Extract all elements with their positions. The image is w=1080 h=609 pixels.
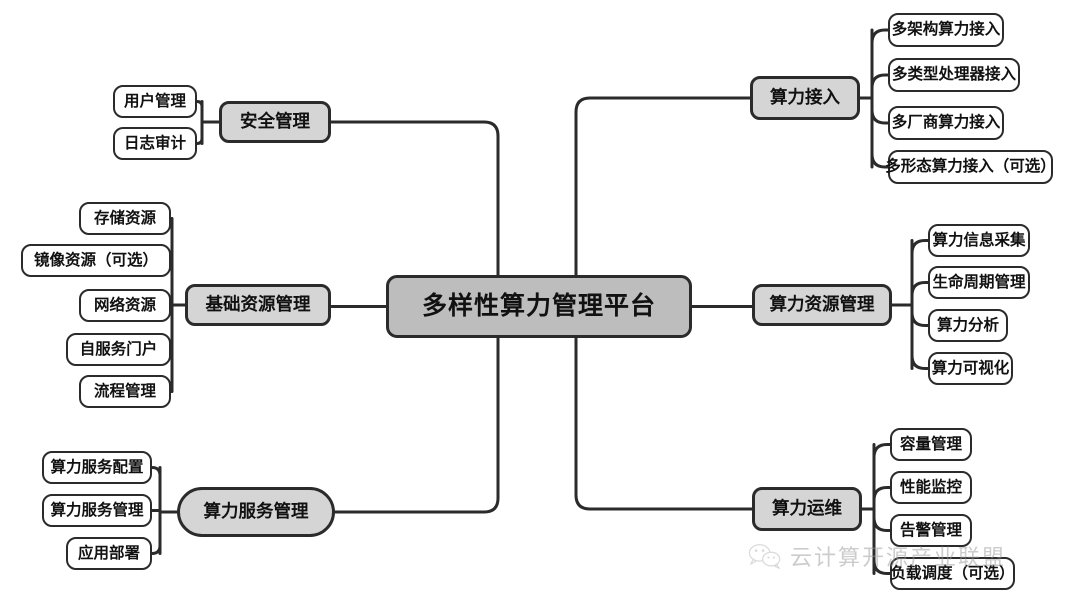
root-node[interactable]: 多样性算力管理平台 — [386, 275, 692, 338]
leaf-node-infra-resource-3[interactable]: 自服务门户 — [66, 333, 171, 366]
leaf-node-compute-resource-0[interactable]: 算力信息采集 — [928, 224, 1030, 257]
leaf-node-compute-ops-0[interactable]: 容量管理 — [890, 428, 972, 461]
leaf-node-compute-service-0[interactable]: 算力服务配置 — [42, 451, 152, 484]
leaf-node-infra-resource-2[interactable]: 网络资源 — [79, 289, 171, 322]
branch-node-compute-access[interactable]: 算力接入 — [750, 76, 860, 120]
leaf-node-infra-resource-0[interactable]: 存储资源 — [79, 202, 171, 235]
branch-node-compute-service[interactable]: 算力服务管理 — [177, 487, 335, 537]
leaf-node-compute-access-2[interactable]: 多厂商算力接入 — [888, 106, 1004, 140]
leaf-node-infra-resource-4[interactable]: 流程管理 — [79, 375, 171, 408]
leaf-node-compute-access-0[interactable]: 多架构算力接入 — [888, 13, 1004, 47]
leaf-node-infra-resource-1[interactable]: 镜像资源（可选） — [21, 244, 171, 277]
leaf-node-compute-access-1[interactable]: 多类型处理器接入 — [888, 58, 1020, 92]
leaf-node-security-0[interactable]: 用户管理 — [113, 85, 197, 118]
branch-node-compute-resource[interactable]: 算力资源管理 — [752, 284, 892, 326]
leaf-node-compute-resource-2[interactable]: 算力分析 — [928, 309, 1008, 342]
leaf-node-compute-service-2[interactable]: 应用部署 — [66, 537, 152, 570]
leaf-node-compute-service-1[interactable]: 算力服务管理 — [42, 494, 152, 527]
branch-node-security[interactable]: 安全管理 — [219, 101, 331, 143]
leaf-node-compute-ops-3[interactable]: 负载调度（可选） — [890, 557, 1015, 590]
leaf-node-compute-ops-2[interactable]: 告警管理 — [890, 514, 972, 547]
leaf-node-compute-access-3[interactable]: 多形态算力接入（可选） — [885, 150, 1056, 184]
branch-node-infra-resource[interactable]: 基础资源管理 — [185, 284, 331, 326]
leaf-node-compute-resource-3[interactable]: 算力可视化 — [928, 352, 1013, 385]
wechat-icon — [748, 544, 781, 569]
branch-node-compute-ops[interactable]: 算力运维 — [752, 487, 862, 531]
leaf-node-compute-ops-1[interactable]: 性能监控 — [890, 471, 972, 504]
leaf-node-security-1[interactable]: 日志审计 — [113, 127, 197, 160]
leaf-node-compute-resource-1[interactable]: 生命周期管理 — [928, 266, 1030, 299]
